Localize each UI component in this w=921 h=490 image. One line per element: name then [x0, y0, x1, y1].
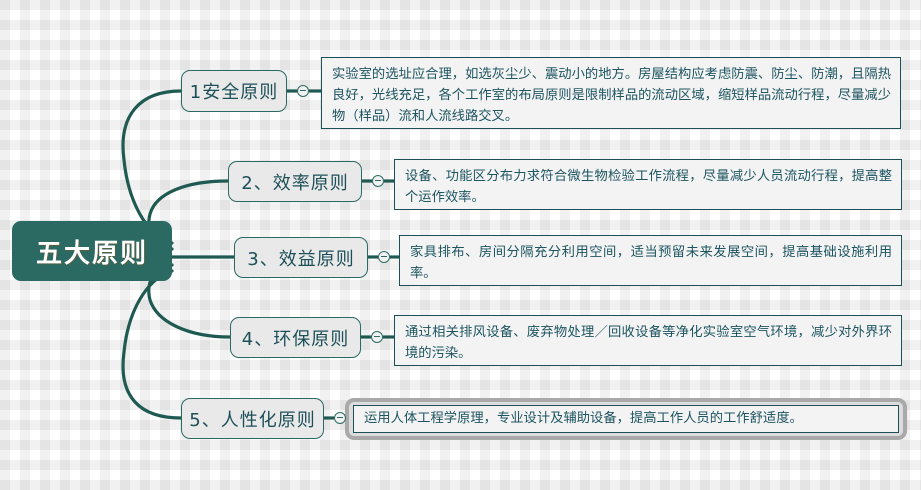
detail-text-3: 家具排布、房间分隔充分利用空间，适当预留未来发展空间，提高基础设施利用率。	[410, 245, 892, 281]
collapse-circle-icon-4[interactable]	[371, 331, 383, 343]
detail-text-4: 通过相关排风设备、废弃物处理／回收设备等净化实验室空气环境，减少对外界环境的污染…	[405, 325, 892, 361]
detail-node-1[interactable]: 实验室的选址应合理，如选灰尘少、震动小的地方。房屋结构应考虑防震、防尘、防潮，且…	[321, 57, 901, 129]
branch-label-1: 1安全原则	[189, 82, 279, 103]
branch-label-2: 2、效率原则	[241, 172, 349, 194]
branch-label-5: 5、人性化原则	[189, 409, 316, 431]
detail-node-2[interactable]: 设备、功能区分布力求符合微生物检验工作流程，尽量减少人员流动行程，提高整个运作效…	[394, 159, 902, 210]
branch-label-4: 4、环保原则	[241, 328, 350, 350]
collapse-circle-icon-1[interactable]	[297, 85, 309, 97]
branch-node-5[interactable]: 5、人性化原则	[181, 398, 324, 439]
branch-node-3[interactable]: 3、效益原则	[234, 237, 368, 278]
detail-text-1: 实验室的选址应合理，如选灰尘少、震动小的地方。房屋结构应考虑防震、防尘、防潮，且…	[332, 67, 891, 124]
detail-node-4[interactable]: 通过相关排风设备、废弃物处理／回收设备等净化实验室空气环境，减少对外界环境的污染…	[394, 315, 902, 366]
branch-node-2[interactable]: 2、效率原则	[228, 161, 362, 202]
collapse-circle-icon-2[interactable]	[372, 175, 384, 187]
detail-text-5: 运用人体工程学原理，专业设计及辅助设备，提高工作人员的工作舒适度。	[364, 411, 803, 426]
detail-node-5[interactable]: 运用人体工程学原理，专业设计及辅助设备，提高工作人员的工作舒适度。	[353, 405, 899, 433]
root-node[interactable]: 五大原则	[12, 221, 172, 281]
connector-curve-5	[121, 269, 183, 420]
collapse-circle-icon-3[interactable]	[378, 251, 390, 263]
branch-label-3: 3、效益原则	[247, 248, 355, 270]
detail-node-3[interactable]: 家具排布、房间分隔充分利用空间，适当预留未来发展空间，提高基础设施利用率。	[399, 235, 902, 286]
root-node-label: 五大原则	[35, 238, 148, 269]
detail-text-2: 设备、功能区分布力求符合微生物检验工作流程，尽量减少人员流动行程，提高整个运作效…	[405, 169, 892, 205]
branch-node-1[interactable]: 1安全原则	[181, 70, 287, 112]
branch-node-4[interactable]: 4、环保原则	[230, 317, 361, 358]
collapse-circle-icon-5[interactable]	[334, 412, 346, 424]
